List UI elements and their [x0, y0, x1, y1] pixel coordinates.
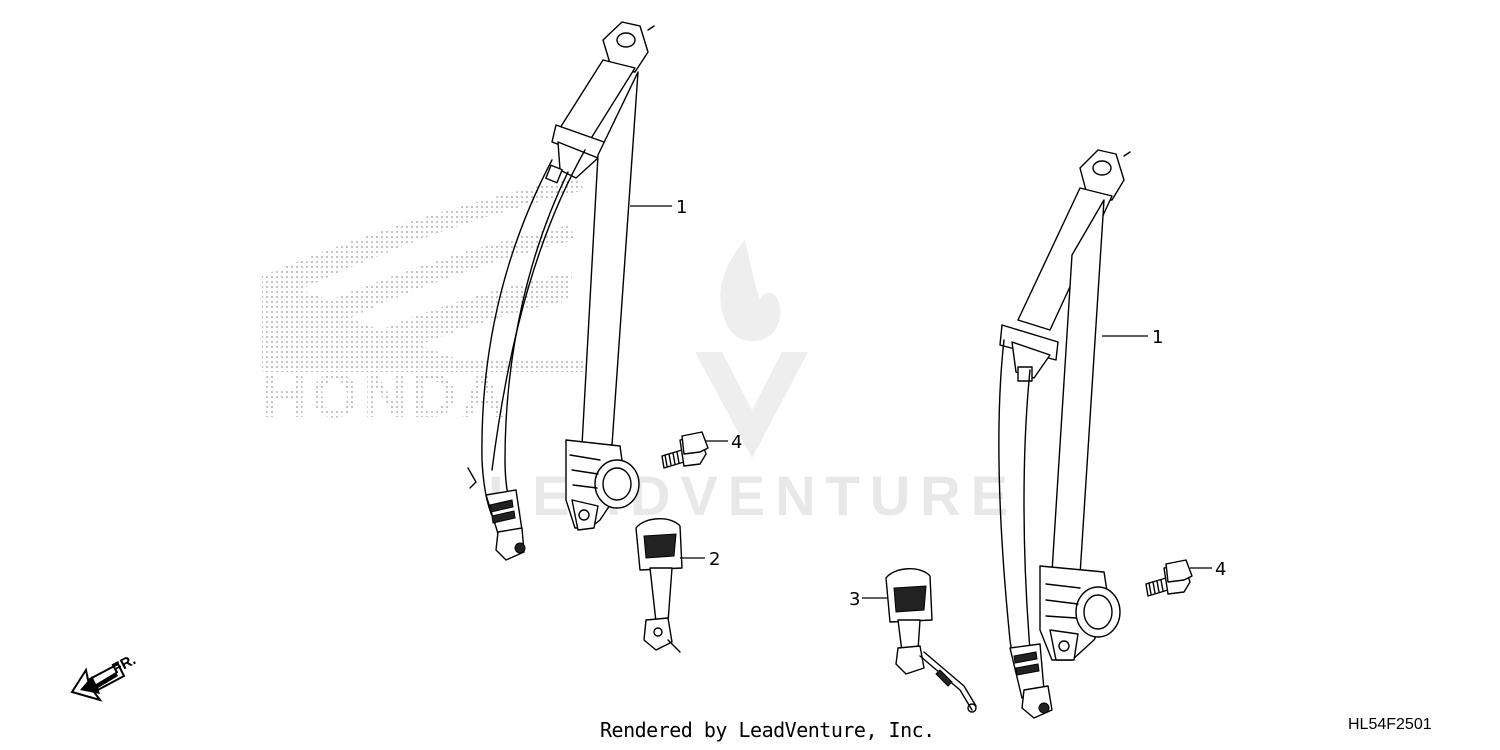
- right-seat-belt-assembly[interactable]: [998, 149, 1131, 719]
- callout-right-belt: 1: [1152, 327, 1163, 348]
- diagram-code: HL54F2501: [1348, 716, 1432, 733]
- honda-watermark-text: HONDA: [262, 362, 509, 431]
- right-anchor-bolt[interactable]: [1145, 559, 1193, 597]
- callout-left-bolt: 4: [731, 432, 742, 453]
- left-seat-belt-assembly[interactable]: [467, 21, 655, 561]
- honda-wing-watermark: HONDA: [262, 178, 600, 431]
- callout-left-belt: 1: [676, 197, 687, 218]
- left-anchor-bolt[interactable]: [661, 431, 709, 469]
- callout-right-bolt: 4: [1215, 559, 1226, 580]
- front-direction-arrow: FR.: [70, 651, 139, 702]
- callout-right-buckle: 3: [849, 589, 860, 610]
- callout-left-buckle: 2: [709, 549, 720, 570]
- render-credit: Rendered by LeadVenture, Inc.: [600, 718, 935, 742]
- left-buckle[interactable]: [635, 518, 683, 653]
- right-buckle[interactable]: [885, 568, 977, 713]
